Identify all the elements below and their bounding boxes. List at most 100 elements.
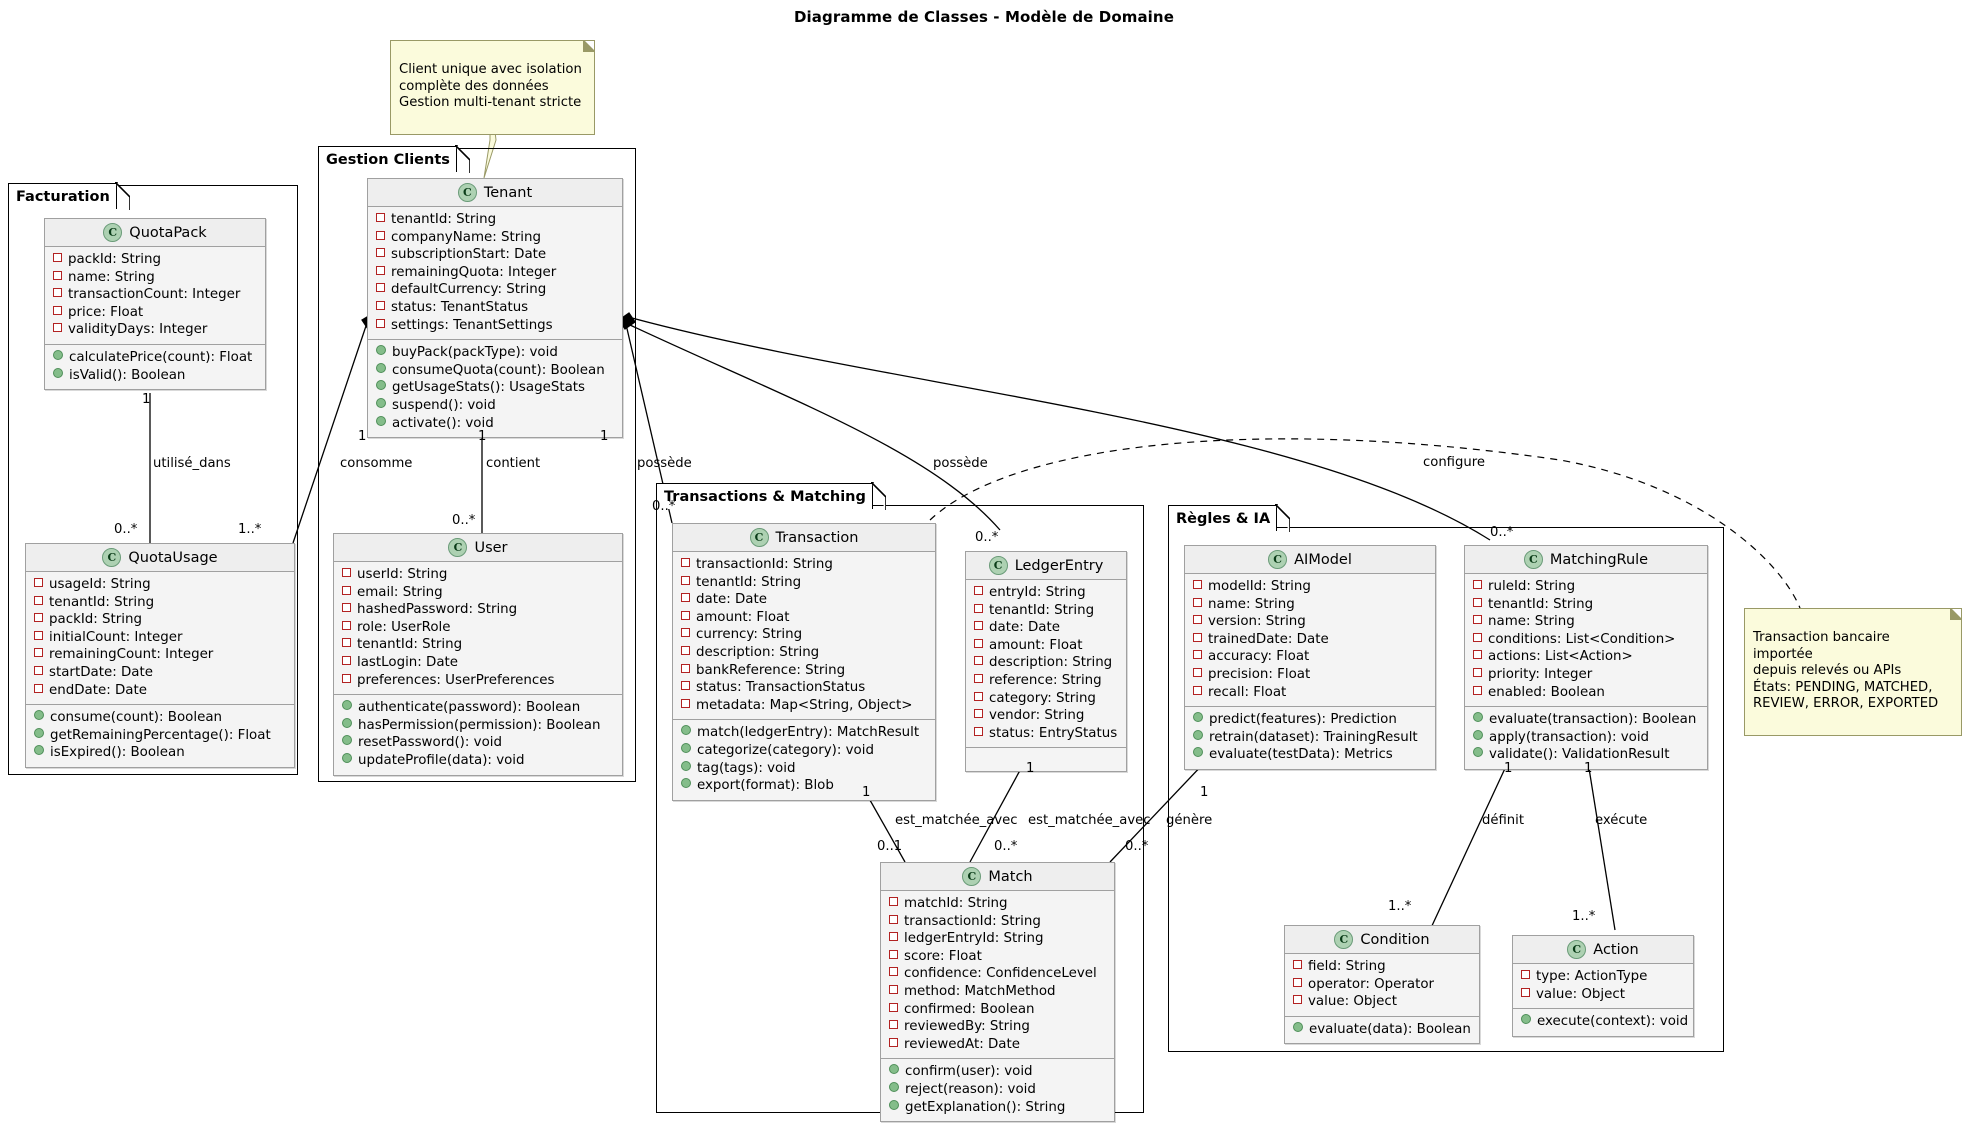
attribute-row: name: String bbox=[1465, 613, 1707, 631]
public-method-icon bbox=[1193, 747, 1203, 758]
private-attr-icon bbox=[1293, 995, 1302, 1005]
class-tenant[interactable]: C Tenant tenantId: String companyName: S… bbox=[367, 178, 623, 439]
attribute-label: defaultCurrency: String bbox=[391, 282, 547, 298]
method-row: getUsageStats(): UsageStats bbox=[368, 379, 622, 397]
private-attr-icon bbox=[889, 949, 898, 959]
methods-section: evaluate(data): Boolean bbox=[1285, 1016, 1479, 1044]
class-ledgerentry[interactable]: C LedgerEntry entryId: String tenantId: … bbox=[965, 551, 1127, 773]
class-name: Action bbox=[1593, 941, 1639, 958]
package-regles-ia-tab: Règles & IA bbox=[1168, 504, 1291, 533]
private-attr-icon bbox=[974, 638, 983, 648]
package-regles-ia bbox=[1168, 527, 1724, 1052]
attribute-label: description: String bbox=[989, 655, 1113, 671]
class-icon: C bbox=[1268, 550, 1288, 569]
attribute-row: category: String bbox=[966, 690, 1126, 708]
private-attr-icon bbox=[1473, 650, 1482, 660]
method-row: validate(): ValidationResult bbox=[1465, 746, 1707, 764]
private-attr-icon bbox=[974, 603, 983, 613]
attribute-row: entryId: String bbox=[966, 584, 1126, 602]
class-matchingrule[interactable]: C MatchingRule ruleId: String tenantId: … bbox=[1464, 545, 1708, 770]
class-match[interactable]: C Match matchId: String transactionId: S… bbox=[880, 862, 1115, 1123]
class-aimodel[interactable]: C AIModel modelId: String name: String v… bbox=[1184, 545, 1436, 770]
methods-section: consume(count): Boolean getRemainingPerc… bbox=[26, 705, 294, 767]
class-name: MatchingRule bbox=[1549, 551, 1649, 568]
method-label: buyPack(packType): void bbox=[392, 345, 558, 361]
private-attr-icon bbox=[974, 621, 983, 631]
attribute-row: bankReference: String bbox=[673, 662, 935, 680]
attribute-label: tenantId: String bbox=[1488, 596, 1594, 612]
method-row: updateProfile(data): void bbox=[334, 752, 622, 770]
private-attr-icon bbox=[681, 575, 690, 585]
public-method-icon bbox=[34, 727, 44, 738]
edge-label-execute: exécute bbox=[1595, 813, 1648, 828]
class-condition[interactable]: C Condition field: String operator: Oper… bbox=[1284, 925, 1480, 1045]
attribute-label: entryId: String bbox=[989, 585, 1086, 600]
attribute-label: price: Float bbox=[68, 304, 144, 320]
attribute-label: recall: Float bbox=[1208, 684, 1287, 700]
method-label: suspend(): void bbox=[392, 397, 496, 413]
method-label: activate(): void bbox=[392, 415, 494, 431]
method-label: getRemainingPercentage(): Float bbox=[50, 727, 271, 743]
private-attr-icon bbox=[1193, 650, 1202, 660]
multiplicity-match-01: 0..1 bbox=[877, 839, 903, 854]
edge-label-genere: génère bbox=[1166, 813, 1213, 828]
attribute-label: status: EntryStatus bbox=[989, 725, 1118, 741]
note-tenant: Client unique avec isolation complète de… bbox=[390, 40, 595, 136]
attribute-row: operator: Operator bbox=[1285, 976, 1479, 994]
private-attr-icon bbox=[376, 300, 385, 310]
private-attr-icon bbox=[1473, 580, 1482, 589]
private-attr-icon bbox=[1521, 987, 1530, 997]
attributes-section: entryId: String tenantId: String date: D… bbox=[966, 580, 1126, 749]
multiplicity-user-0n: 0..* bbox=[452, 513, 476, 528]
attribute-label: description: String bbox=[696, 644, 820, 660]
class-quotausage[interactable]: C QuotaUsage usageId: String tenantId: S… bbox=[25, 543, 295, 768]
method-row: predict(features): Prediction bbox=[1185, 711, 1435, 729]
attribute-label: name: String bbox=[1488, 614, 1575, 630]
public-method-icon bbox=[342, 752, 352, 763]
method-row: calculatePrice(count): Float bbox=[45, 349, 265, 367]
class-name: Transaction bbox=[775, 529, 859, 546]
private-attr-icon bbox=[342, 638, 351, 648]
public-method-icon bbox=[889, 1081, 899, 1092]
attribute-row: amount: Float bbox=[673, 609, 935, 627]
method-row: resetPassword(): void bbox=[334, 734, 622, 752]
attribute-label: value: Object bbox=[1308, 994, 1397, 1010]
attribute-label: transactionCount: Integer bbox=[68, 287, 241, 303]
attribute-label: tenantId: String bbox=[49, 594, 155, 610]
attribute-row: score: Float bbox=[881, 948, 1114, 966]
class-icon: C bbox=[448, 538, 468, 557]
private-attr-icon bbox=[681, 593, 690, 603]
public-method-icon bbox=[889, 1064, 899, 1075]
private-attr-icon bbox=[34, 683, 43, 693]
attributes-section: transactionId: String tenantId: String d… bbox=[673, 552, 935, 721]
methods-section: confirm(user): void reject(reason): void… bbox=[881, 1059, 1114, 1122]
edge-label-possede-2: possède bbox=[933, 456, 988, 471]
method-label: consumeQuota(count): Boolean bbox=[392, 362, 605, 378]
method-label: execute(context): void bbox=[1537, 1014, 1689, 1030]
private-attr-icon bbox=[376, 283, 385, 293]
methods-section: execute(context): void bbox=[1513, 1009, 1693, 1036]
private-attr-icon bbox=[889, 932, 898, 942]
attribute-label: transactionId: String bbox=[904, 913, 1041, 929]
attribute-row: defaultCurrency: String bbox=[368, 281, 622, 299]
class-user[interactable]: C User userId: String email: String hash… bbox=[333, 533, 623, 776]
attribute-row: recall: Float bbox=[1185, 684, 1435, 702]
class-quotapack[interactable]: C QuotaPack packId: String name: String … bbox=[44, 218, 266, 391]
method-row: buyPack(packType): void bbox=[368, 344, 622, 362]
class-transaction[interactable]: C Transaction transactionId: String tena… bbox=[672, 523, 936, 801]
attributes-section: userId: String email: String hashedPassw… bbox=[334, 562, 622, 696]
attribute-label: tenantId: String bbox=[391, 212, 497, 227]
private-attr-icon bbox=[681, 558, 690, 567]
public-method-icon bbox=[376, 397, 386, 408]
multiplicity-rule-execute-1: 1 bbox=[1584, 761, 1593, 776]
class-action[interactable]: C Action type: ActionType value: Object … bbox=[1512, 935, 1694, 1037]
private-attr-icon bbox=[1193, 685, 1202, 695]
attribute-row: validityDays: Integer bbox=[45, 321, 265, 339]
method-row: retrain(dataset): TrainingResult bbox=[1185, 729, 1435, 747]
class-icon: C bbox=[749, 528, 769, 547]
class-name: AIModel bbox=[1294, 551, 1352, 568]
private-attr-icon bbox=[342, 603, 351, 613]
method-row: reject(reason): void bbox=[881, 1081, 1114, 1099]
class-name: User bbox=[474, 539, 508, 556]
